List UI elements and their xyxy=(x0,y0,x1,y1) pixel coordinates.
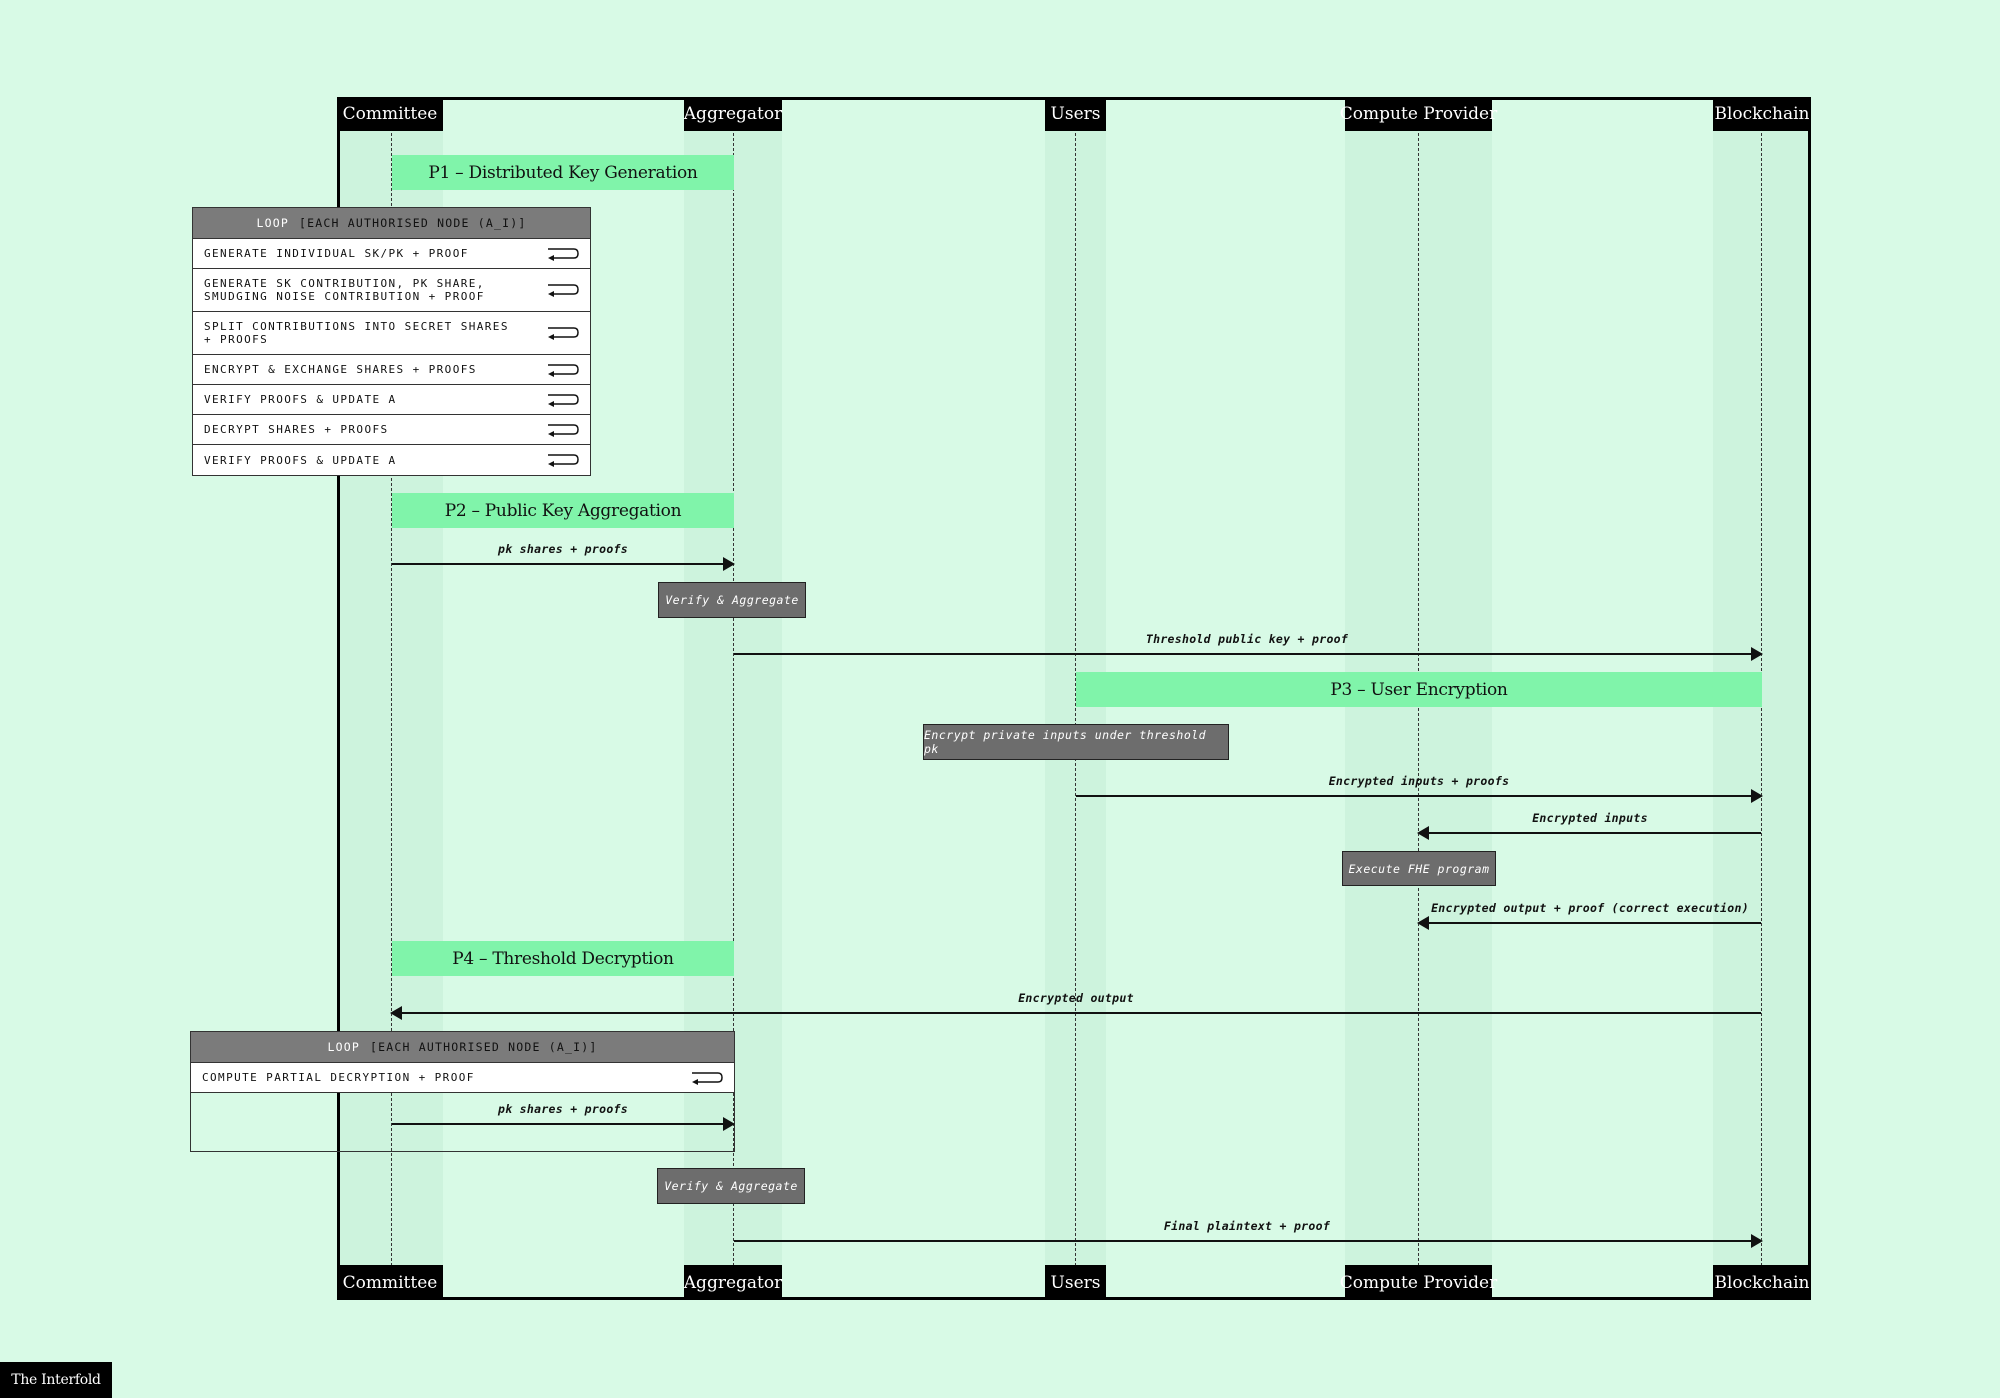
activity-verify-aggregate: Verify & Aggregate xyxy=(657,1168,805,1204)
aggregator-lifeline xyxy=(733,128,734,1266)
self-message-icon xyxy=(548,284,579,297)
message-label: pk shares + proofs xyxy=(497,1102,629,1116)
loop-step: GENERATE SK CONTRIBUTION, PK SHARE, SMUD… xyxy=(193,269,590,312)
message-arrow xyxy=(1076,789,1763,803)
aggregator-header-top: Aggregator xyxy=(684,97,782,131)
message-label: Encrypted inputs + proofs xyxy=(1328,774,1510,788)
message-label: Encrypted inputs xyxy=(1532,811,1648,825)
loop-step-label: GENERATE SK CONTRIBUTION, PK SHARE, SMUD… xyxy=(204,277,485,303)
users-header-bottom: Users xyxy=(1045,1265,1106,1300)
phase-p4: P4 – Threshold Decryption xyxy=(392,941,734,976)
message-arrow xyxy=(734,647,1763,661)
message-arrow xyxy=(392,1117,735,1131)
loop-condition: [EACH AUTHORISED NODE (A_I)] xyxy=(299,216,527,230)
loop-step-label: VERIFY PROOFS & UPDATE A xyxy=(204,393,397,406)
self-message-icon xyxy=(692,1071,723,1085)
self-message-icon xyxy=(548,327,579,340)
compute-provider-header-bottom: Compute Provider xyxy=(1340,1265,1497,1300)
phase-p2: P2 – Public Key Aggregation xyxy=(392,493,734,528)
committee-header-bottom: Committee xyxy=(337,1265,443,1300)
phase-p1: P1 – Distributed Key Generation xyxy=(392,155,734,190)
self-message-icon xyxy=(548,363,579,377)
self-message-icon xyxy=(548,247,579,261)
loop-step: VERIFY PROOFS & UPDATE A xyxy=(193,445,590,475)
blockchain-header-top: Blockchain xyxy=(1713,97,1811,131)
activity-encrypt-private-inputs: Encrypt private inputs under threshold p… xyxy=(923,724,1229,760)
loop-step-label: ENCRYPT & EXCHANGE SHARES + PROOFS xyxy=(204,363,477,376)
message-arrow xyxy=(390,1006,1761,1020)
loop-step-label: VERIFY PROOFS & UPDATE A xyxy=(204,453,397,467)
loop-step: ENCRYPT & EXCHANGE SHARES + PROOFS xyxy=(193,355,590,385)
loop-step: GENERATE INDIVIDUAL SK/PK + PROOF xyxy=(193,239,590,269)
blockchain-header-bottom: Blockchain xyxy=(1713,1265,1811,1300)
loop-step-label: SPLIT CONTRIBUTIONS INTO SECRET SHARES +… xyxy=(204,320,509,346)
loop-step: COMPUTE PARTIAL DECRYPTION + PROOF xyxy=(191,1063,734,1093)
compute-provider-header-top: Compute Provider xyxy=(1340,97,1497,131)
loop-condition: [EACH AUTHORISED NODE (A_I)] xyxy=(370,1040,598,1054)
self-message-icon xyxy=(548,393,579,407)
loop-box-dkg: LOOP [EACH AUTHORISED NODE (A_I)] GENERA… xyxy=(192,207,591,476)
committee-header-top: Committee xyxy=(337,97,443,131)
loop-step-label: COMPUTE PARTIAL DECRYPTION + PROOF xyxy=(202,1071,475,1084)
message-label: pk shares + proofs xyxy=(497,542,629,556)
committee-lifeline xyxy=(391,128,392,1266)
loop-step: VERIFY PROOFS & UPDATE A xyxy=(193,385,590,415)
aggregator-header-bottom: Aggregator xyxy=(684,1265,782,1300)
message-arrow xyxy=(1417,826,1761,840)
users-header-top: Users xyxy=(1045,97,1106,131)
phase-p3: P3 – User Encryption xyxy=(1076,672,1762,707)
loop-keyword: LOOP xyxy=(327,1040,361,1054)
loop-step: SPLIT CONTRIBUTIONS INTO SECRET SHARES +… xyxy=(193,312,590,355)
brand-logo: The Interfold xyxy=(0,1362,112,1398)
message-arrow xyxy=(734,1234,1763,1248)
message-label: Encrypted output + proof (correct execut… xyxy=(1431,901,1749,915)
self-message-icon xyxy=(548,423,579,437)
loop-keyword: LOOP xyxy=(256,216,290,230)
loop-box-partial-decryption: LOOP [EACH AUTHORISED NODE (A_I)] COMPUT… xyxy=(190,1031,735,1152)
loop-header: LOOP [EACH AUTHORISED NODE (A_I)] xyxy=(191,1032,734,1063)
self-message-icon xyxy=(548,454,579,467)
loop-step-label: DECRYPT SHARES + PROOFS xyxy=(204,423,389,436)
loop-header: LOOP [EACH AUTHORISED NODE (A_I)] xyxy=(193,208,590,239)
activity-execute-fhe: Execute FHE program xyxy=(1342,851,1496,886)
message-arrow xyxy=(392,557,735,571)
loop-step-label: GENERATE INDIVIDUAL SK/PK + PROOF xyxy=(204,247,469,260)
message-label: Threshold public key + proof xyxy=(1145,632,1349,646)
message-label: Final plaintext + proof xyxy=(1163,1219,1331,1233)
message-arrow xyxy=(1417,916,1761,930)
message-label: Encrypted output xyxy=(1018,991,1134,1005)
activity-verify-aggregate: Verify & Aggregate xyxy=(658,582,806,618)
loop-step: DECRYPT SHARES + PROOFS xyxy=(193,415,590,445)
users-lifeline xyxy=(1075,128,1076,1266)
